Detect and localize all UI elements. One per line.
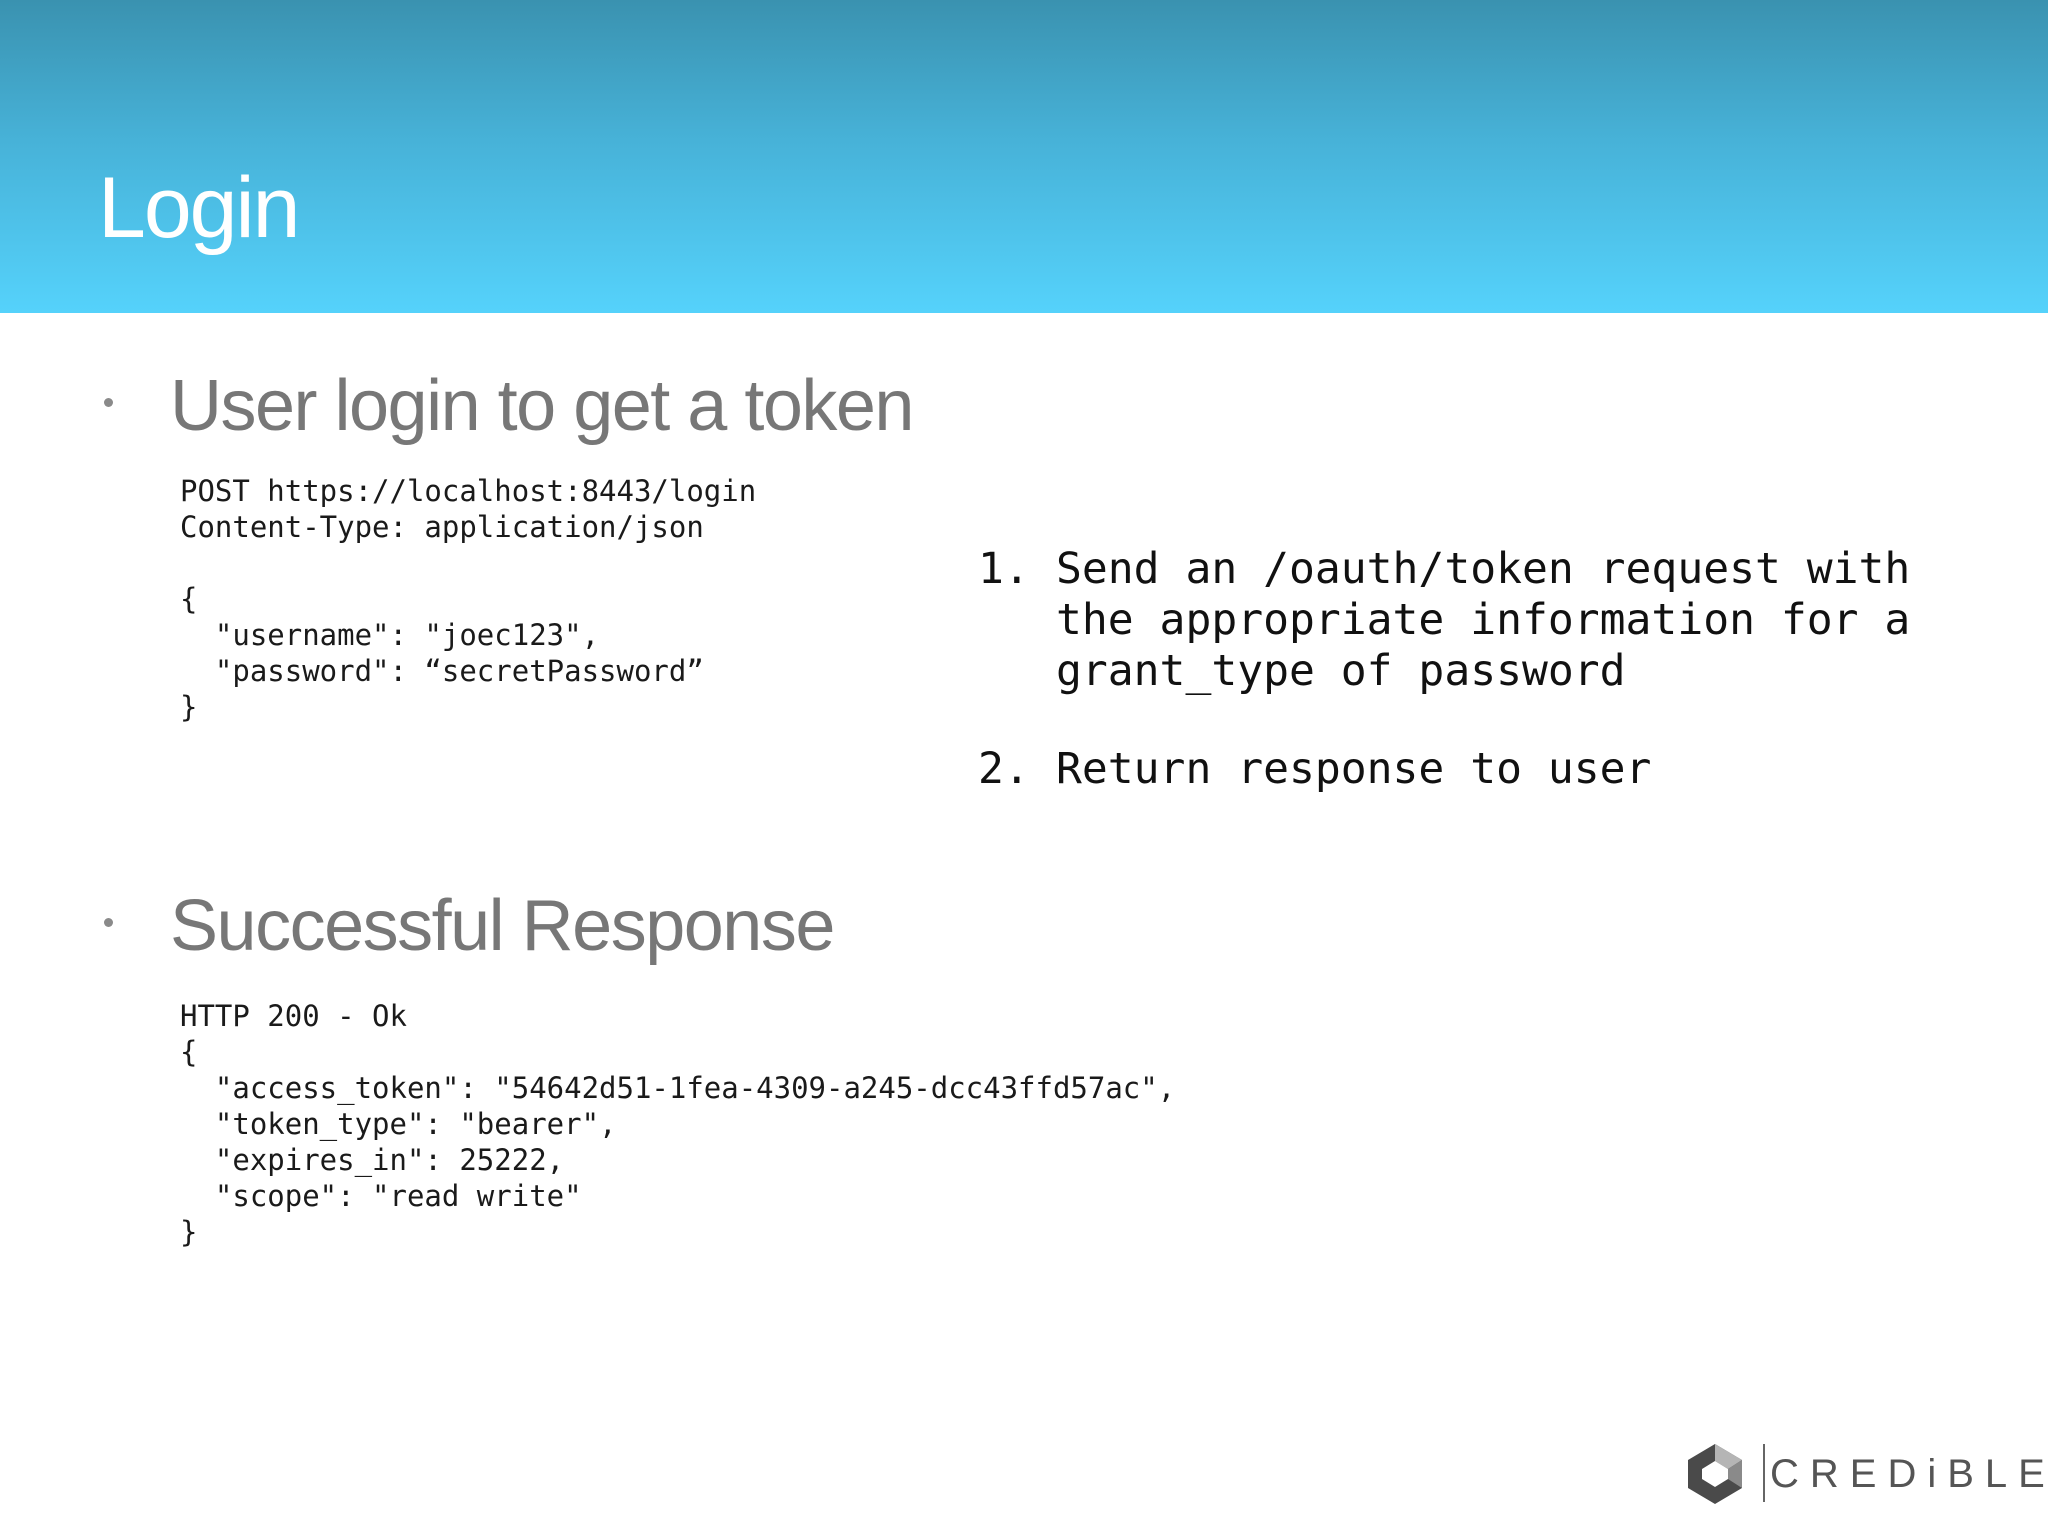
step-number: 1. [978,544,1030,594]
step-number: 2. [978,744,1030,794]
code-line: "expires_in": 25222, [180,1143,565,1177]
code-line: { [180,582,198,616]
slide-title: Login [98,160,300,256]
response-code: HTTP 200 - Ok { "access_token": "54642d5… [180,998,1175,1250]
bullet-dot [104,918,113,927]
code-line: "password": “secretPassword” [180,654,704,688]
section-heading-login: User login to get a token [170,366,914,446]
section-heading-response: Successful Response [170,886,835,966]
code-line: "username": "joec123", [180,618,600,652]
code-line: } [180,1215,198,1249]
code-line: "scope": "read write" [180,1179,582,1213]
code-line: POST https://localhost:8443/login [180,474,757,508]
bullet-dot [104,398,113,407]
step-text: Return response to user [1056,744,1652,794]
code-line: "access_token": "54642d51-1fea-4309-a245… [180,1071,1176,1105]
credible-logo: CREDiBLE [1680,1438,2045,1508]
credible-logo-icon [1688,1444,1742,1504]
code-line: { [180,1035,198,1069]
slide-header: Login [0,0,2048,313]
code-line: "token_type": "bearer", [180,1107,617,1141]
code-line: Content-Type: application/json [180,510,704,544]
logo-text: CREDiBLE [1770,1452,2048,1496]
step-text: Send an /oauth/token request with the ap… [1056,544,1911,696]
code-line: HTTP 200 - Ok [180,999,407,1033]
login-request-code: POST https://localhost:8443/login Conten… [180,473,756,725]
code-line: } [180,690,198,724]
logo-divider [1763,1444,1765,1502]
